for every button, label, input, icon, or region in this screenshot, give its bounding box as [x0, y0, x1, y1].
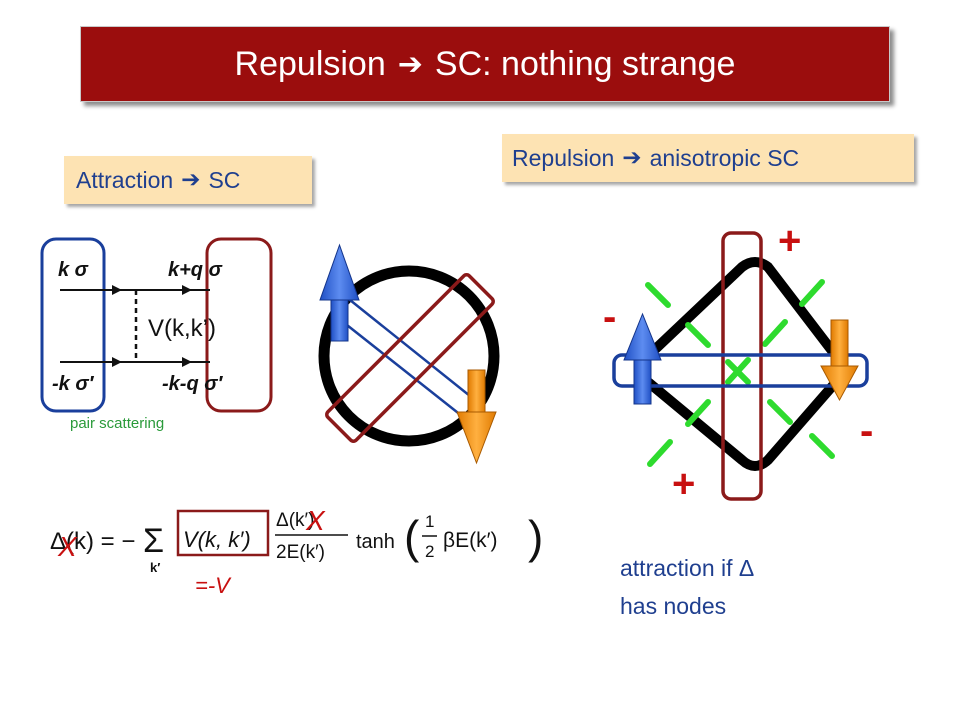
title-arrow-icon: ➔ [397, 46, 423, 82]
fermi-circle [318, 265, 500, 447]
sum-index: k′ [150, 560, 160, 575]
interaction-highlight-box [176, 509, 270, 557]
node-dashes [645, 279, 835, 467]
tanh-argument: βE(k′) [443, 529, 498, 552]
bottom-arrow-right-icon [182, 357, 192, 367]
approx-label: =-V [195, 573, 232, 598]
caption-line1: attraction if Δ [620, 555, 754, 581]
paren-close: ) [528, 511, 543, 563]
gap-lhs: Δ(k) = − [50, 528, 135, 555]
bottom-arrow-left-icon [112, 357, 122, 367]
diamond-spin-up-arrow-icon [623, 312, 662, 405]
cross-mark-left: X [57, 531, 78, 562]
cross-mark-right: X [305, 505, 326, 536]
label-k-sigma: k σ [58, 259, 89, 281]
right-red-box [205, 237, 273, 413]
sum-symbol: Σ [143, 522, 164, 560]
gap-equation: Δ(k) = − Σ k′ V(k, k′) Δ(k′) 2E(k′) tanh… [50, 509, 543, 598]
attraction-label-left: Attraction [76, 166, 174, 193]
paren-open: ( [404, 511, 420, 563]
horizontal-blue-box [612, 353, 869, 388]
feynman-diagram: k σ k+q σ -k σ′ -k-q σ′ V(k,k’) pair sca… [40, 237, 273, 432]
fraction-denominator: 2E(k′) [276, 542, 325, 563]
repulsion-label-right: anisotropic SC [649, 144, 800, 171]
isotropic-fermi-surface [318, 243, 500, 465]
potential-label: V(k,k’) [148, 315, 216, 342]
fraction-numerator: Δ(k′) [276, 510, 314, 531]
top-arrow-right-icon [182, 285, 192, 295]
spin-up-arrow-icon [319, 243, 360, 342]
repulsion-label-left: Repulsion [512, 144, 615, 171]
repulsion-label: Repulsion ➔ anisotropic SC [502, 134, 914, 182]
label-kq-sigma: k+q σ [168, 259, 223, 281]
pair-line-lower [332, 313, 468, 421]
sign-left-minus: - [603, 295, 616, 339]
sign-top-plus: + [778, 219, 801, 263]
tanh-function: tanh [356, 531, 395, 553]
label-mkq-sigmap: -k-q σ′ [162, 373, 223, 395]
page-title: Repulsion ➔ SC: nothing strange [80, 26, 890, 102]
attraction-arrow-icon: ➔ [181, 167, 201, 193]
left-blue-box [40, 237, 106, 413]
title-right: SC: nothing strange [434, 44, 736, 83]
red-pair-box [325, 273, 495, 443]
anisotropic-fermi-surface: + - - + [603, 219, 873, 506]
half-denominator: 2 [425, 542, 434, 561]
interaction-term: V(k, k′) [183, 527, 251, 552]
label-mk-sigmap: -k σ′ [52, 373, 95, 395]
caption-line2: has nodes [620, 593, 726, 619]
attraction-label: Attraction ➔ SC [64, 156, 312, 204]
pair-line-upper [339, 291, 476, 401]
vertical-red-box [721, 231, 763, 501]
attraction-label-right: SC [208, 166, 241, 193]
pair-scattering-caption: pair scattering [70, 415, 164, 432]
diamond-spin-down-arrow-icon [820, 319, 859, 402]
half-numerator: 1 [425, 512, 434, 531]
title-left: Repulsion [234, 44, 386, 83]
sign-bottom-plus: + [672, 462, 695, 506]
repulsion-arrow-icon: ➔ [622, 145, 642, 171]
sign-right-minus: - [860, 409, 873, 453]
top-arrow-left-icon [112, 285, 122, 295]
spin-down-arrow-icon [456, 369, 497, 465]
